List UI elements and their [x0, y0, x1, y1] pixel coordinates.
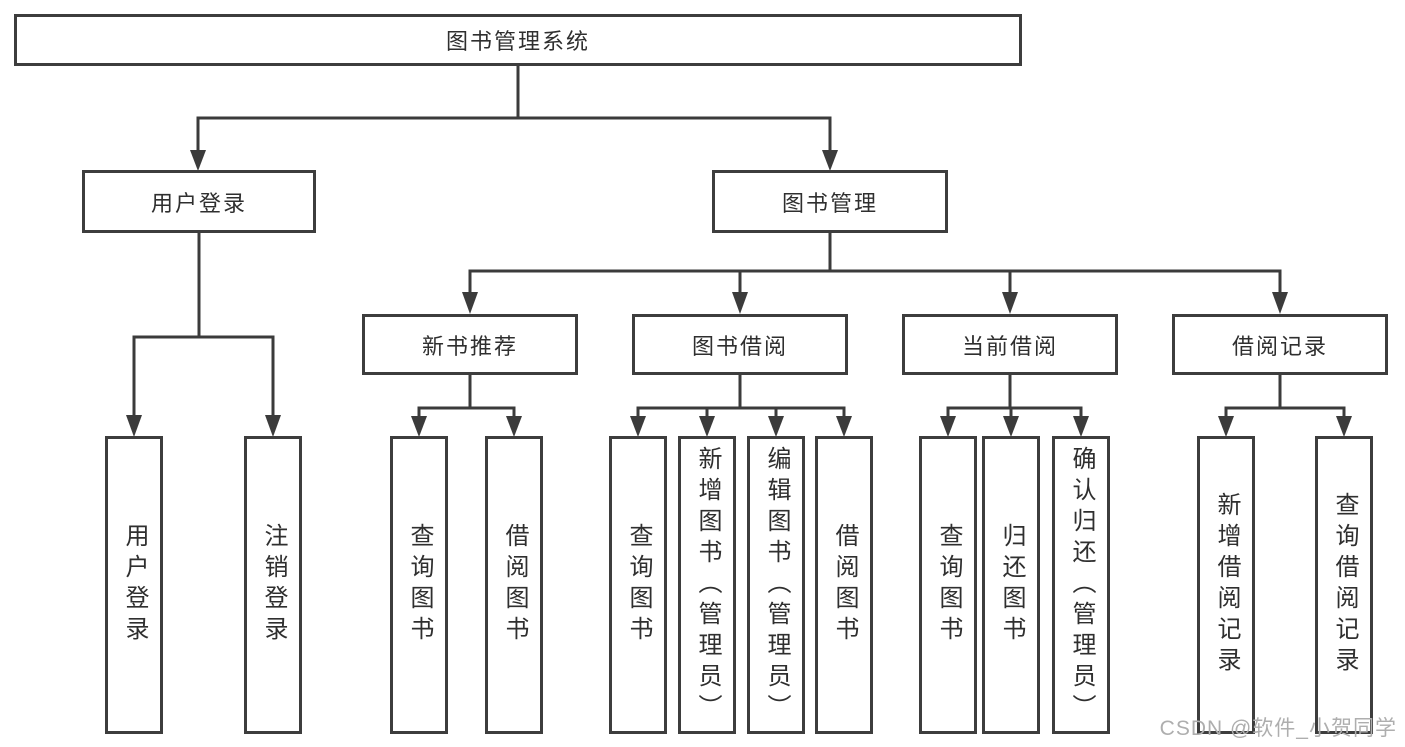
connector-user-login-to-leaves	[126, 233, 281, 437]
leaf-query-books-current: 查询图书	[919, 436, 977, 734]
node-new-book-recommend: 新书推荐	[362, 314, 578, 375]
leaf-borrow-books-newbook: 借阅图书	[485, 436, 543, 734]
csdn-watermark: CSDN @软件_小贺同学	[1159, 717, 1397, 740]
node-book-borrow: 图书借阅	[632, 314, 848, 375]
connector-current-borrow-to-leaves	[940, 375, 1089, 437]
connector-book-borrow-to-leaves	[630, 375, 852, 437]
node-borrow-record: 借阅记录	[1172, 314, 1388, 375]
leaf-query-books-newbook: 查询图书	[390, 436, 448, 734]
node-root: 图书管理系统	[14, 14, 1022, 66]
node-current-borrow: 当前借阅	[902, 314, 1118, 375]
connector-book-mgmt-to-sections	[462, 233, 1288, 314]
leaf-add-book-admin: 新增图书（管理员）	[678, 436, 736, 734]
leaf-borrow-books-borrow: 借阅图书	[815, 436, 873, 734]
leaf-logout-login: 注销登录	[244, 436, 302, 734]
leaf-confirm-return-admin: 确认归还（管理员）	[1052, 436, 1110, 734]
leaf-query-books-borrow: 查询图书	[609, 436, 667, 734]
leaf-return-book: 归还图书	[982, 436, 1040, 734]
connector-new-book-to-leaves	[411, 375, 522, 437]
node-user-login: 用户登录	[82, 170, 316, 233]
leaf-query-borrow-record: 查询借阅记录	[1315, 436, 1373, 734]
leaf-add-borrow-record: 新增借阅记录	[1197, 436, 1255, 734]
leaf-edit-book-admin: 编辑图书（管理员）	[747, 436, 805, 734]
connector-root-to-level2	[190, 66, 838, 171]
leaf-user-login: 用户登录	[105, 436, 163, 734]
connector-borrow-record-to-leaves	[1218, 375, 1352, 437]
node-book-management: 图书管理	[712, 170, 948, 233]
